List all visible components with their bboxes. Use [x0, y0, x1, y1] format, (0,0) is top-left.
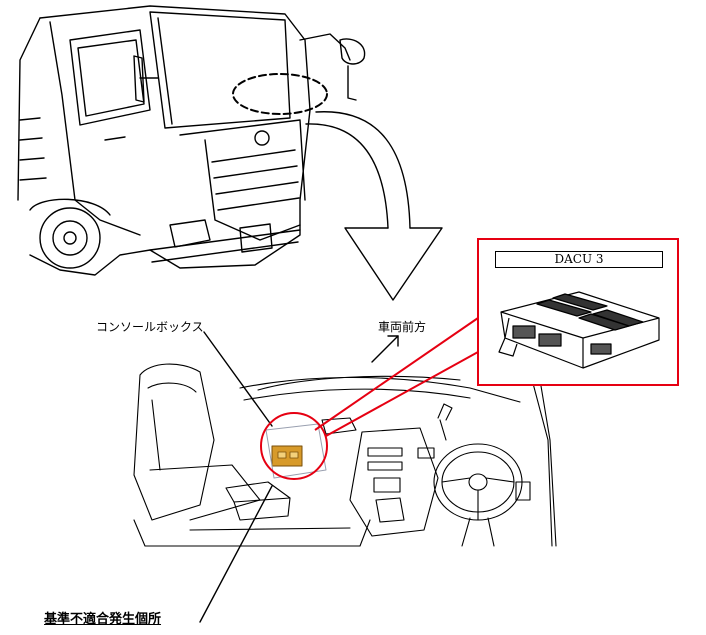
front-direction-arrow	[371, 335, 399, 363]
vehicle-front-label: 車両前方	[378, 320, 427, 334]
inset-title: DACU 3	[495, 251, 663, 268]
defect-location-label: 基準不適合発生個所	[44, 612, 162, 627]
truck-cab-illustration	[17, 5, 366, 276]
dacu3-inset-box: DACU 3	[477, 238, 679, 386]
dacu3-component-in-console	[265, 423, 327, 479]
defect-leader-line	[199, 485, 273, 623]
defect-highlight-circle	[260, 412, 328, 480]
dacu3-unit-illustration	[498, 291, 660, 369]
cab-interior-illustration	[133, 363, 557, 547]
view-arrow	[305, 111, 443, 301]
console-box-label: コンソールボックス	[96, 320, 204, 334]
inset-connector-line-2	[325, 351, 479, 437]
inset-connector-line	[314, 317, 479, 431]
console-leader-line	[203, 331, 273, 427]
location-dashed-ellipse	[232, 73, 328, 115]
